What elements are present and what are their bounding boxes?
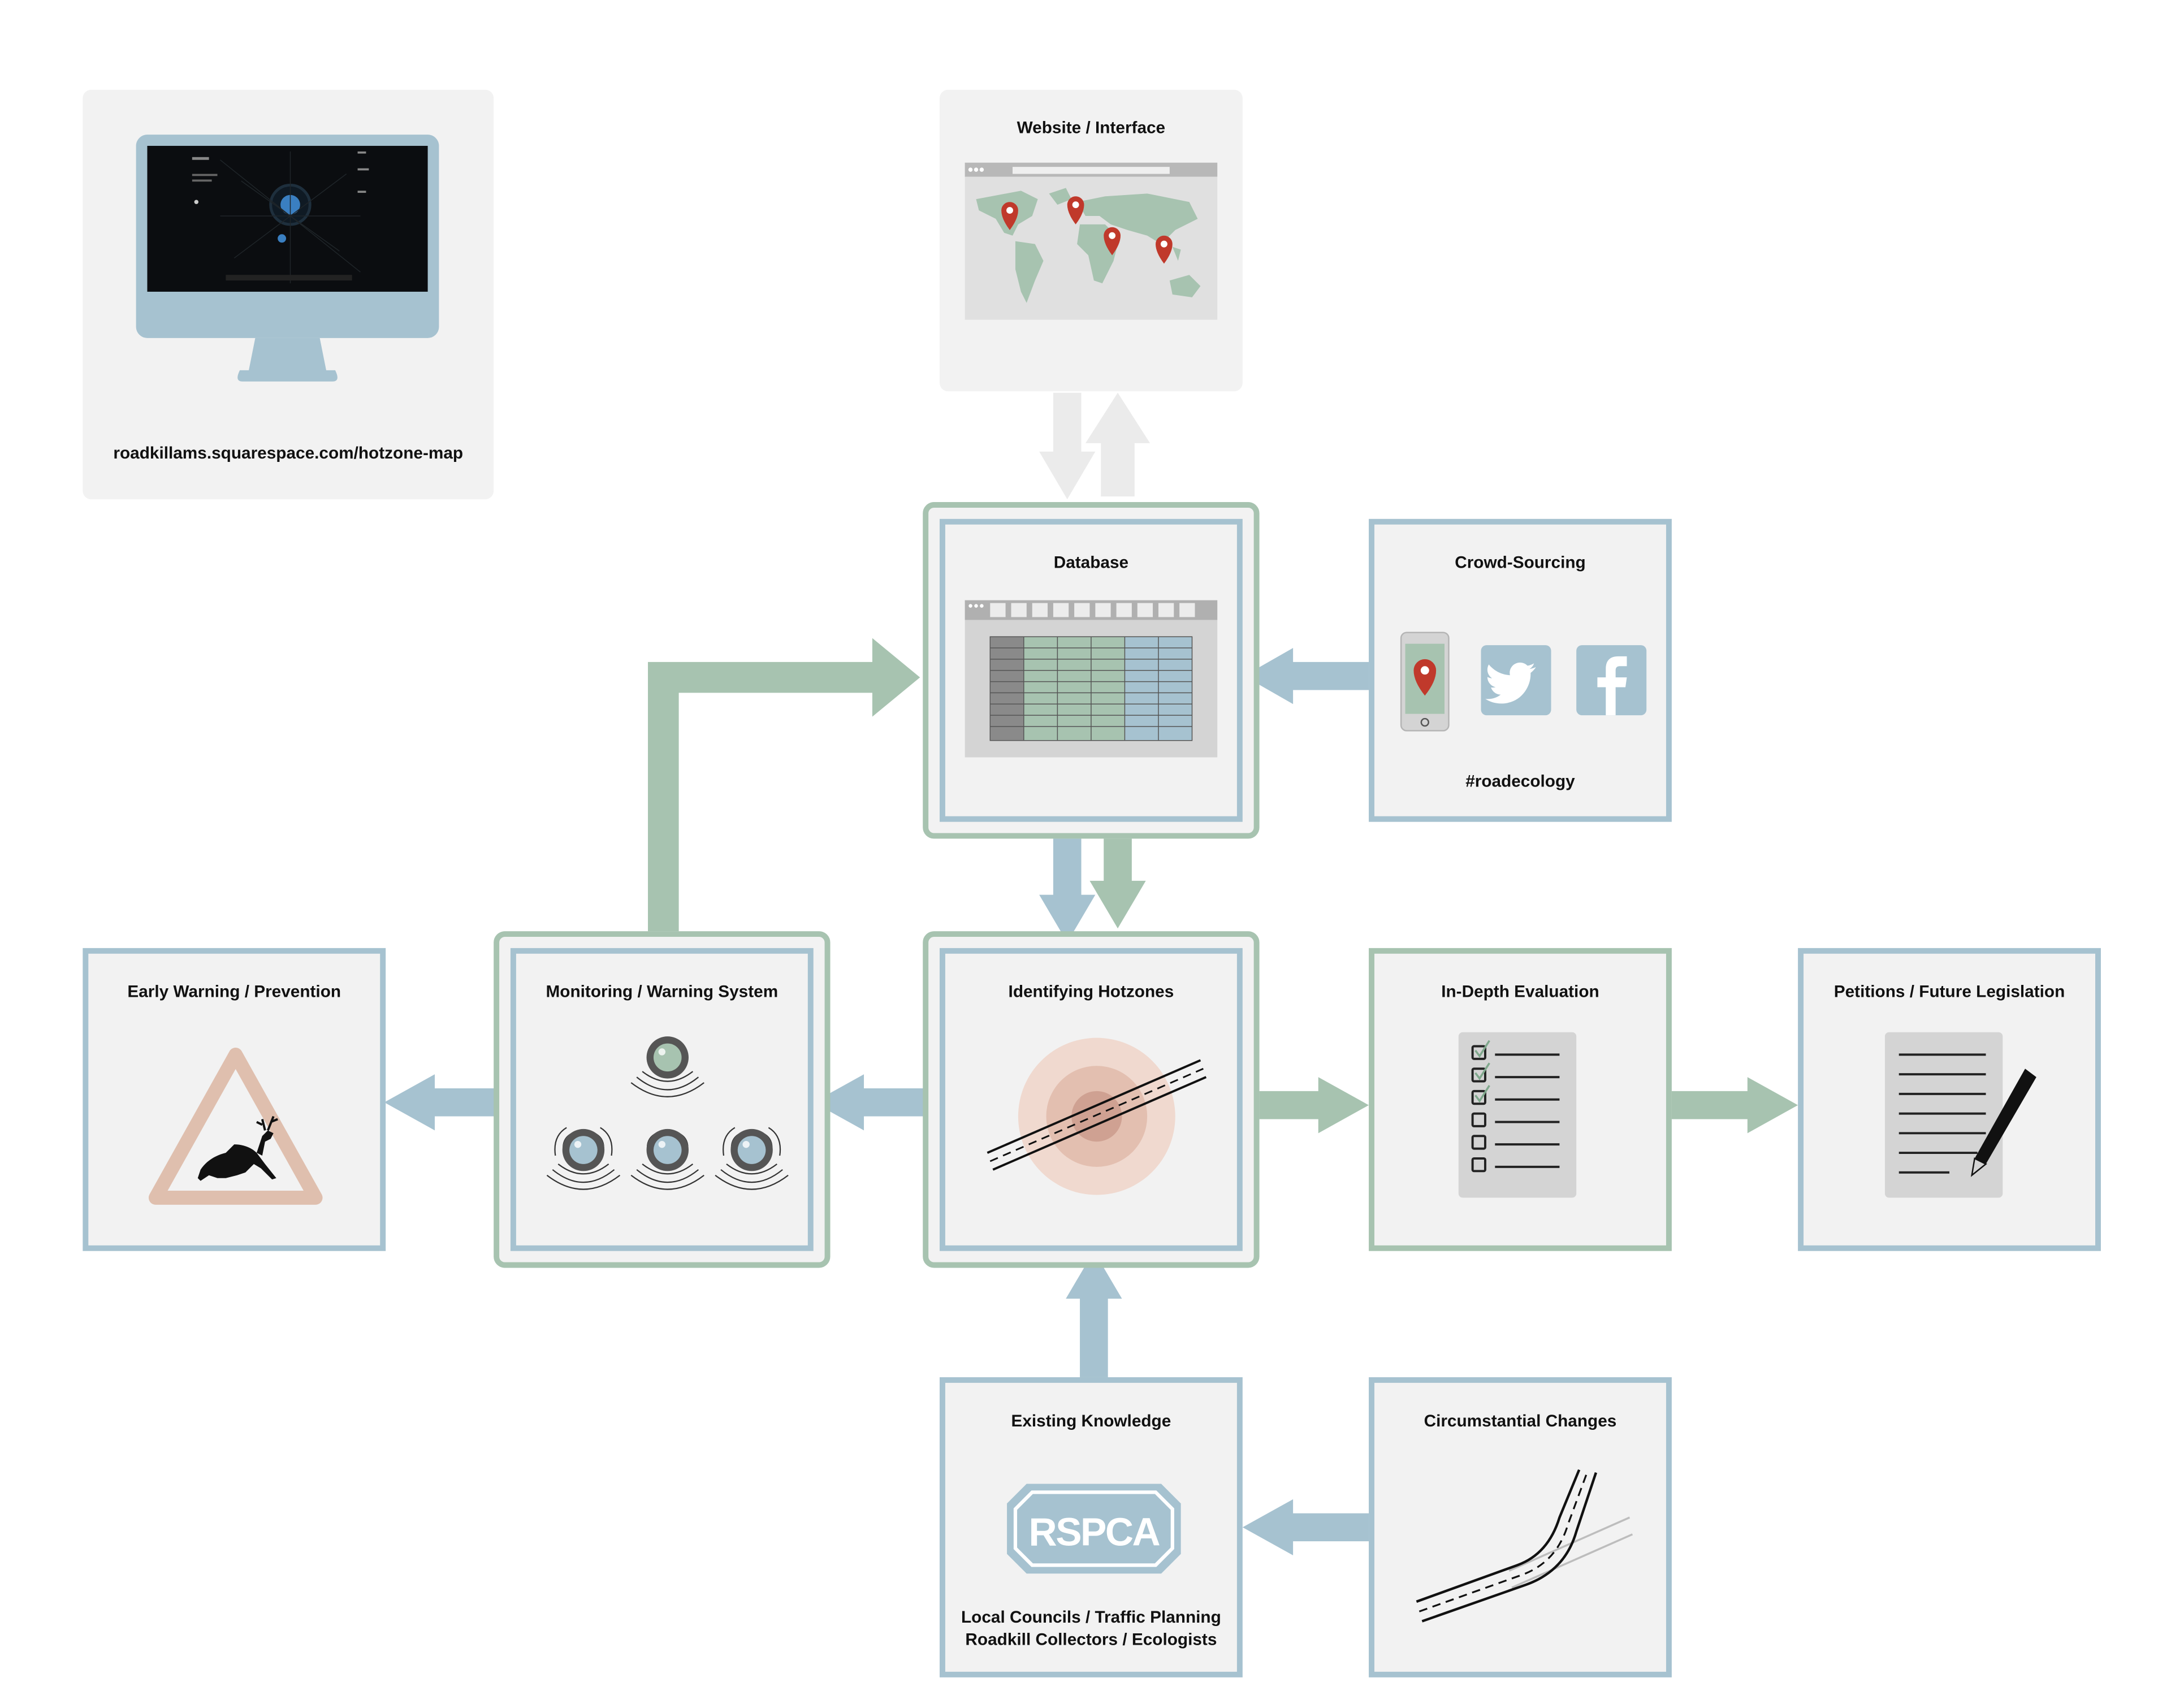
deer-warning-sign-icon [148, 1048, 323, 1205]
edge-monitoring-to-database [648, 638, 920, 932]
early-warning-title: Early Warning / Prevention [127, 981, 341, 1002]
crowd-sourcing-card: Crowd-Sourcing #roadecology [1369, 518, 1672, 822]
checklist-icon [1458, 1032, 1577, 1198]
rspca-logo-icon: RSPCA [1007, 1484, 1181, 1574]
crowd-sourcing-hashtag: #roadecology [1465, 771, 1575, 792]
early-warning-card: Early Warning / Prevention [83, 948, 386, 1251]
hotzone-map-card: roadkillams.squarespace.com/hotzone-map [83, 89, 494, 500]
rspca-logo-text: RSPCA [1029, 1510, 1160, 1554]
monitor-icon [136, 135, 439, 382]
edge-website-to-database [1039, 392, 1096, 500]
spreadsheet-icon [965, 600, 1218, 758]
facebook-icon[interactable] [1576, 645, 1649, 718]
knowledge-title: Existing Knowledge [1011, 1411, 1171, 1431]
knowledge-line-1: Local Councils / Traffic Planning [961, 1607, 1221, 1627]
changes-card: Circumstantial Changes [1369, 1377, 1672, 1677]
hotzones-card: Identifying Hotzones [940, 948, 1243, 1251]
sensor-nodes-icon [546, 1036, 789, 1190]
knowledge-line-2: Roadkill Collectors / Ecologists [965, 1629, 1217, 1650]
edge-monitoring-to-early-warning [384, 1074, 511, 1131]
edge-crowd-to-database [1244, 648, 1369, 704]
world-map-icon [965, 162, 1218, 320]
edge-database-to-hotzones [1039, 838, 1146, 942]
hotzones-title: Identifying Hotzones [1008, 981, 1174, 1002]
edge-hotzones-to-evaluation [1259, 1077, 1369, 1134]
website-card: Website / Interface [940, 89, 1243, 392]
phone-pin-icon [1400, 632, 1450, 732]
edge-changes-to-knowledge [1242, 1499, 1369, 1555]
twitter-icon[interactable] [1481, 645, 1554, 718]
document-pen-icon [1884, 1032, 2036, 1198]
database-title: Database [1053, 552, 1129, 573]
website-title: Website / Interface [1017, 118, 1166, 138]
hotzone-map-caption[interactable]: roadkillams.squarespace.com/hotzone-map [113, 443, 464, 463]
edge-knowledge-to-hotzones [1066, 1251, 1122, 1377]
diverging-road-icon [1416, 1469, 1633, 1623]
hotzone-road-icon [987, 1037, 1207, 1195]
changes-title: Circumstantial Changes [1424, 1411, 1617, 1431]
petitions-title: Petitions / Future Legislation [1833, 981, 2065, 1002]
evaluation-title: In-Depth Evaluation [1441, 981, 1599, 1002]
crowd-sourcing-title: Crowd-Sourcing [1455, 552, 1586, 573]
edge-database-to-website [1085, 392, 1151, 497]
evaluation-card: In-Depth Evaluation [1369, 948, 1672, 1251]
edge-hotzones-to-monitoring [813, 1074, 940, 1131]
edge-evaluation-to-petitions [1668, 1077, 1798, 1134]
database-card: Database [940, 518, 1243, 822]
monitoring-title: Monitoring / Warning System [546, 981, 779, 1002]
monitoring-card: Monitoring / Warning System [510, 948, 814, 1251]
petitions-card: Petitions / Future Legislation [1798, 948, 2101, 1251]
knowledge-card: Existing Knowledge RSPCA Local Councils … [940, 1377, 1243, 1677]
